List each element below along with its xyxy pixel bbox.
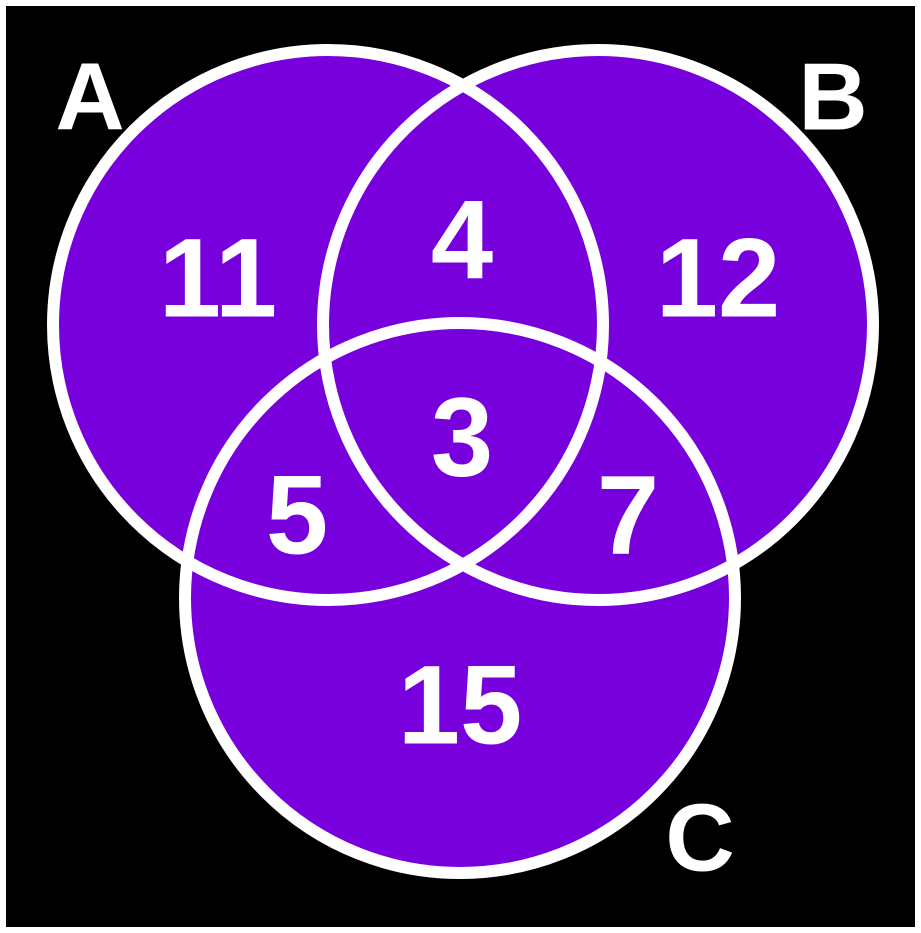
region-only-b-count: 12 xyxy=(656,216,781,341)
region-a-b-c-count: 3 xyxy=(431,375,493,500)
region-only-c-count: 15 xyxy=(398,643,523,768)
set-b-circle-outline xyxy=(317,44,879,606)
set-b-label: B xyxy=(798,44,867,151)
region-b-and-c-count: 7 xyxy=(597,453,659,578)
region-a-and-c-count: 5 xyxy=(266,453,328,578)
region-a-and-b-count: 4 xyxy=(431,178,493,303)
region-only-a-count: 11 xyxy=(159,216,277,341)
set-a-circle-outline xyxy=(47,44,609,606)
set-c-circle-outline xyxy=(179,317,741,879)
set-a-label: A xyxy=(55,44,124,151)
set-c-label: C xyxy=(665,785,734,892)
set-c-circle-fill xyxy=(185,323,735,873)
